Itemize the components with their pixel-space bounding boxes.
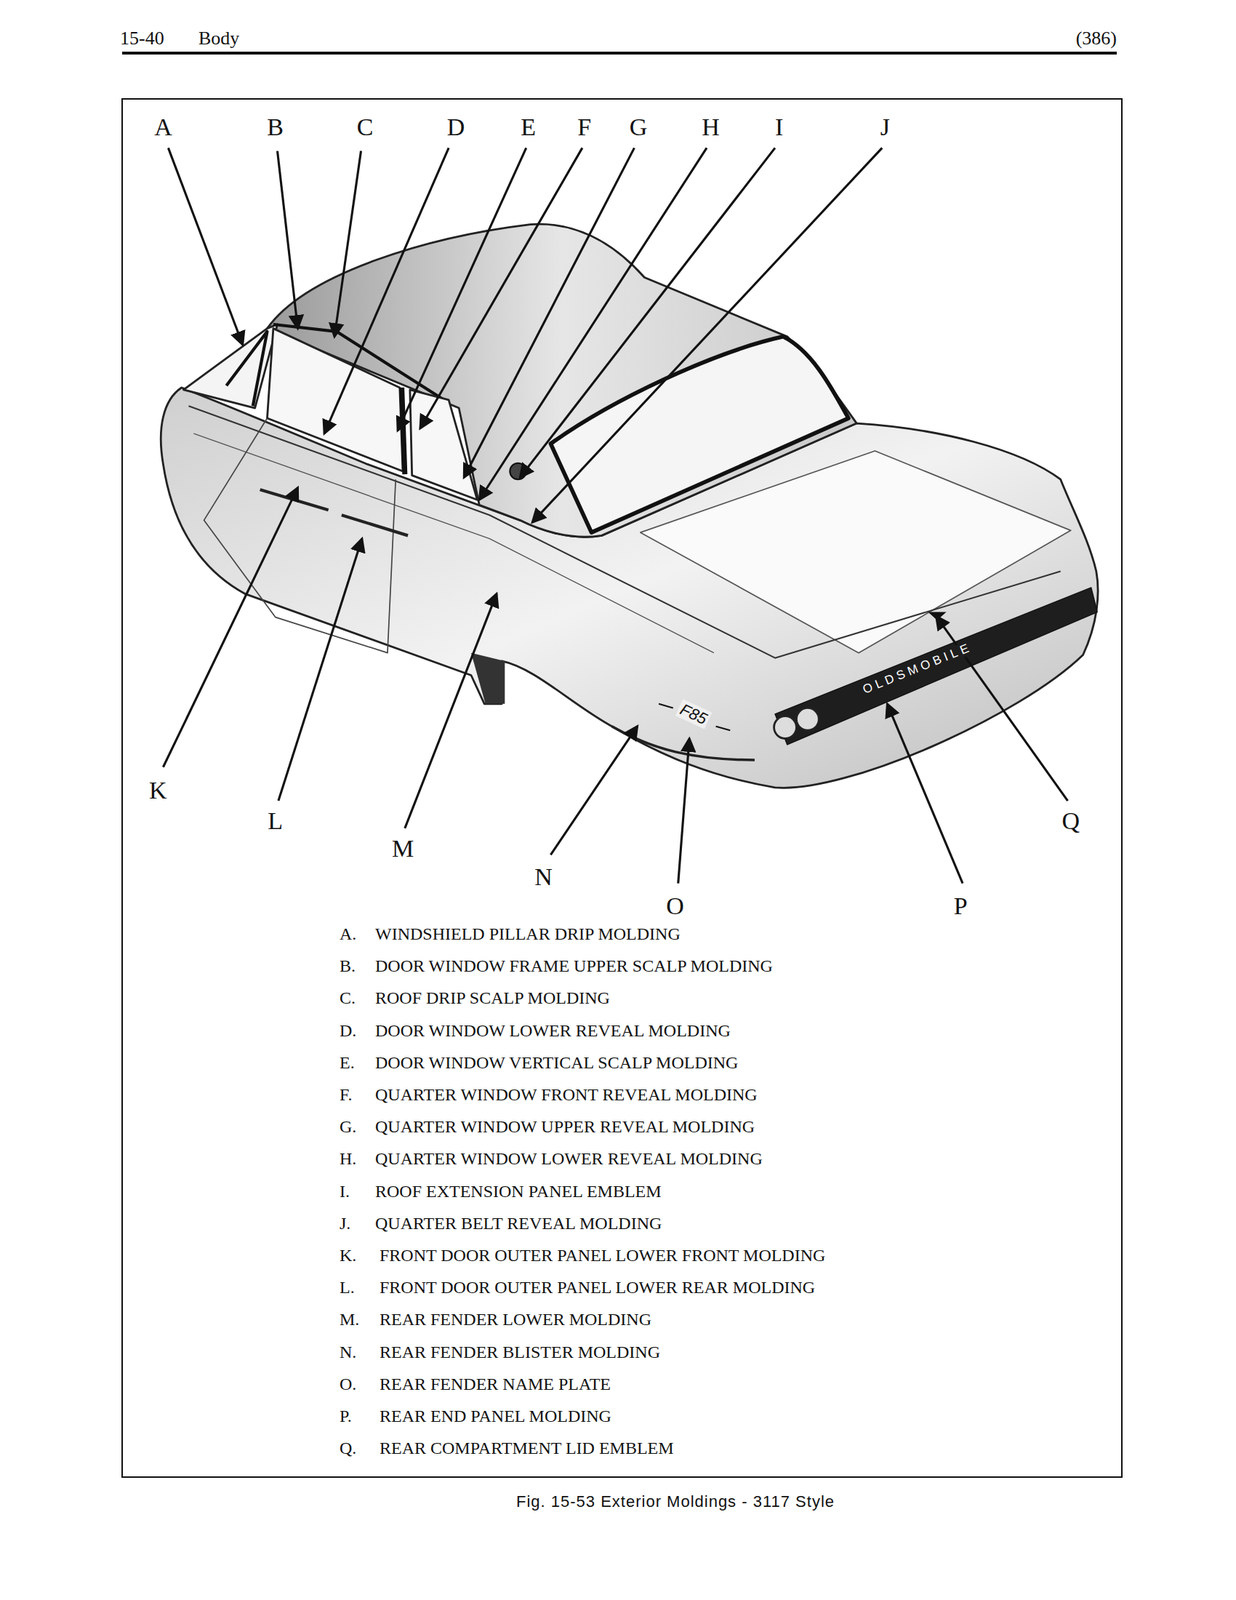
- legend-text: ROOF DRIP SCALP MOLDING: [375, 988, 611, 1010]
- callout-letter: H: [701, 113, 720, 142]
- legend-letter: C.: [339, 988, 356, 1010]
- figure-caption: Fig. 15-53 Exterior Moldings - 3117 Styl…: [516, 1491, 835, 1511]
- callout-letter: K: [149, 775, 168, 805]
- callout-letter: J: [880, 113, 890, 142]
- legend-letter: D.: [339, 1020, 357, 1042]
- legend-text: QUARTER WINDOW FRONT REVEAL MOLDING: [375, 1084, 758, 1106]
- callout-letter: D: [447, 113, 466, 142]
- legend-text: REAR FENDER BLISTER MOLDING: [379, 1342, 661, 1363]
- callout-letter: L: [267, 807, 283, 836]
- legend-text: WINDSHIELD PILLAR DRIP MOLDING: [375, 924, 681, 945]
- callout-letter: A: [154, 113, 173, 142]
- legend-letter: I.: [339, 1181, 350, 1202]
- callout-letter: N: [534, 863, 553, 892]
- page-folio: (386): [1076, 27, 1117, 50]
- callout-letter: C: [356, 113, 374, 142]
- legend-text: QUARTER WINDOW LOWER REVEAL MOLDING: [375, 1149, 763, 1170]
- callout-letter: P: [953, 891, 968, 920]
- callout-letter: E: [520, 113, 536, 142]
- legend-letter: K.: [339, 1245, 357, 1266]
- section-title: Body: [198, 27, 240, 50]
- legend-letter: G.: [339, 1116, 357, 1138]
- legend-letter: J.: [339, 1213, 351, 1234]
- legend-text: DOOR WINDOW VERTICAL SCALP MOLDING: [375, 1052, 738, 1074]
- callout-letter: M: [391, 833, 414, 863]
- legend-text: REAR COMPARTMENT LID EMBLEM: [379, 1438, 674, 1459]
- callout-letter: Q: [1061, 807, 1080, 836]
- legend-text: FRONT DOOR OUTER PANEL LOWER FRONT MOLDI…: [379, 1245, 826, 1266]
- legend-text: REAR FENDER LOWER MOLDING: [379, 1310, 652, 1331]
- legend-text: FRONT DOOR OUTER PANEL LOWER REAR MOLDIN…: [379, 1277, 816, 1298]
- callout-letter: B: [266, 113, 284, 142]
- legend-letter: P.: [339, 1406, 352, 1427]
- legend-letter: A.: [339, 924, 357, 945]
- legend-letter: F.: [339, 1084, 352, 1106]
- legend-text: QUARTER WINDOW UPPER REVEAL MOLDING: [375, 1116, 755, 1138]
- legend-text: REAR END PANEL MOLDING: [379, 1406, 612, 1427]
- callout-letter: O: [665, 891, 685, 920]
- legend-text: REAR FENDER NAME PLATE: [379, 1374, 611, 1395]
- callout-letter: I: [775, 113, 784, 142]
- callout-letter: G: [629, 113, 648, 142]
- legend-letter: M.: [339, 1310, 360, 1331]
- legend-letter: H.: [339, 1149, 357, 1170]
- legend-text: QUARTER BELT REVEAL MOLDING: [375, 1213, 662, 1234]
- legend-letter: B.: [339, 956, 356, 977]
- page-number: 15-40: [119, 27, 165, 50]
- legend-letter: N.: [339, 1342, 357, 1363]
- legend-text: DOOR WINDOW FRAME UPPER SCALP MOLDING: [375, 956, 773, 977]
- legend-letter: O.: [339, 1374, 357, 1395]
- legend-text: ROOF EXTENSION PANEL EMBLEM: [375, 1181, 662, 1202]
- legend-letter: E.: [339, 1052, 355, 1074]
- callout-letter: F: [577, 113, 592, 142]
- legend-letter: L.: [339, 1277, 355, 1298]
- legend-letter: Q.: [339, 1438, 357, 1459]
- legend-text: DOOR WINDOW LOWER REVEAL MOLDING: [375, 1020, 731, 1042]
